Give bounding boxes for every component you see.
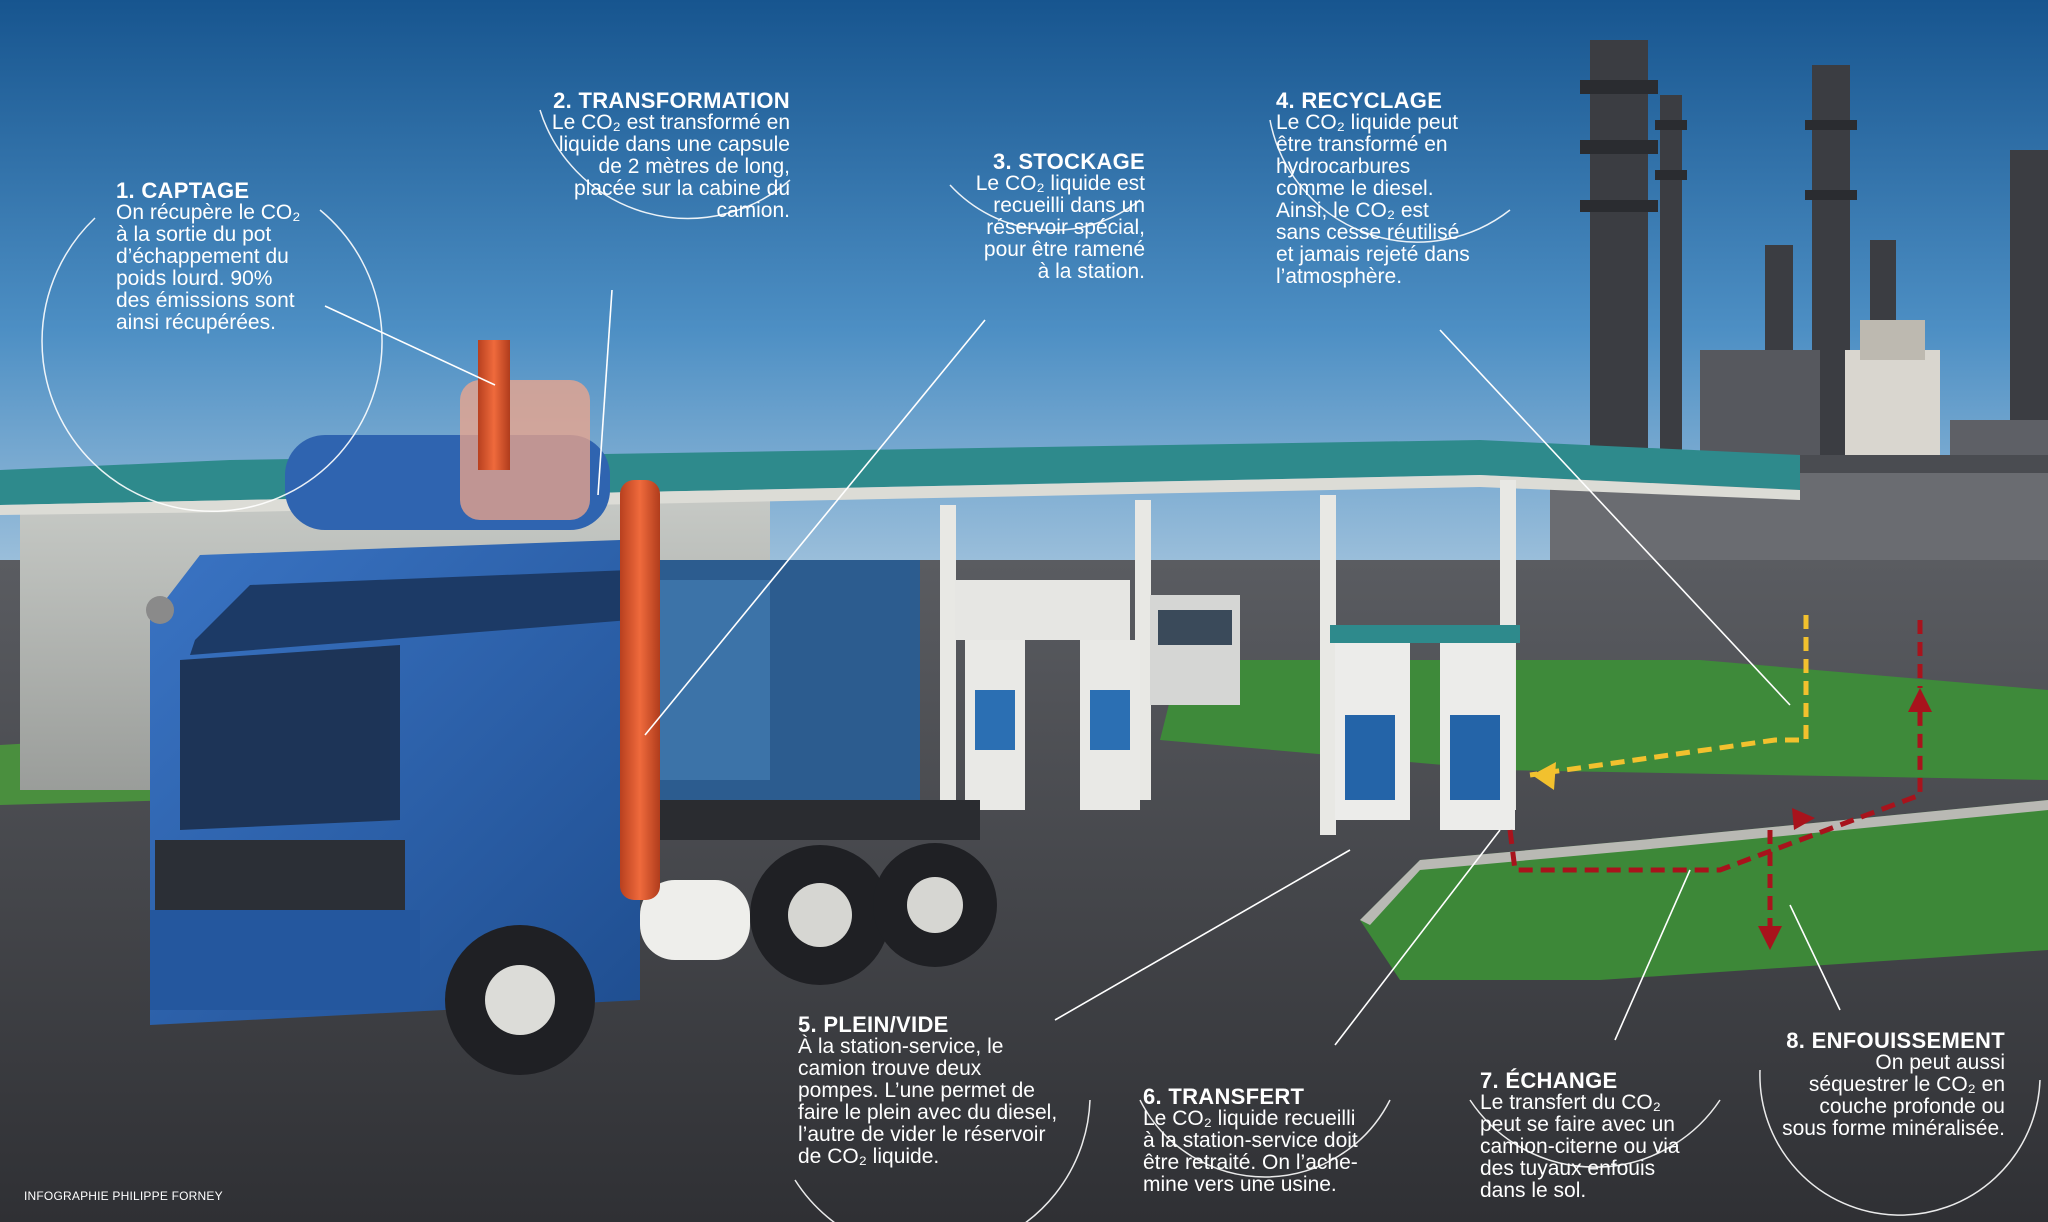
leader-line-8 [1789, 904, 1841, 1011]
callout-captage: 1. CAPTAGE On récupère le CO₂ à la sorti… [116, 180, 366, 334]
callout-body: À la station-service, le camion trouve d… [798, 1035, 1058, 1168]
callout-arc-3 [949, 184, 1141, 231]
callout-body: Le CO₂ liquide recueilli à la station-se… [1143, 1107, 1358, 1196]
yellow-flow-arrow [1529, 615, 1809, 778]
callout-arc-4 [1269, 119, 1511, 243]
callout-title: 6. TRANSFERT [1143, 1084, 1305, 1109]
leader-line-3 [644, 319, 986, 736]
red-flow-arrow [1507, 700, 1923, 873]
leader-line-6 [1334, 829, 1501, 1046]
callout-title: 2. TRANSFORMATION [553, 88, 790, 113]
callout-body: Le transfert du CO₂ peut se faire avec u… [1480, 1091, 1680, 1202]
callout-title: 3. STOCKAGE [992, 149, 1145, 174]
callout-arc-7 [1469, 1099, 1721, 1168]
leader-line-7 [1614, 869, 1691, 1041]
leader-line-5 [1054, 849, 1351, 1021]
callout-arc-1 [41, 209, 383, 512]
callout-body: Le CO₂ est transformé en liquide dans un… [551, 111, 790, 222]
leader-line-2 [597, 289, 613, 496]
callout-body: On peut aussi séquestrer le CO₂ en couch… [1782, 1051, 2005, 1140]
callout-title: 8. ENFOUISSEMENT [1786, 1028, 2005, 1053]
fuel-pump-icon [965, 625, 1520, 830]
callout-stockage: 3. STOCKAGE Le CO₂ liquide est recueilli… [940, 151, 1145, 283]
callout-body: Le CO₂ liquide est recueilli dans un rés… [975, 172, 1145, 283]
callout-transfert: 6. TRANSFERT Le CO₂ liquide recueilli à … [1143, 1086, 1393, 1196]
leader-line-1 [324, 305, 496, 386]
callout-title: 7. ÉCHANGE [1480, 1068, 1618, 1093]
callout-body: Le CO₂ liquide peut être transformé en h… [1276, 111, 1470, 288]
exhaust-stack [620, 480, 660, 900]
callout-body: On récupère le CO₂ à la sortie du pot d’… [116, 201, 301, 334]
grass-island [1360, 800, 2048, 980]
callout-recyclage: 4. RECYCLAGE Le CO₂ liquide peut être tr… [1276, 90, 1506, 288]
callout-title: 1. CAPTAGE [116, 178, 250, 203]
callout-enfouissement: 8. ENFOUISSEMENT On peut aussi séquestre… [1760, 1030, 2005, 1140]
tanker-truck-icon [955, 580, 1240, 705]
credit-line: INFOGRAPHIE PHILIPPE FORNEY [24, 1189, 223, 1203]
truck-icon [146, 340, 997, 1075]
callout-arc-2 [539, 109, 791, 220]
callout-arc-8 [1759, 1069, 2041, 1216]
callout-arc-5 [794, 1099, 1091, 1222]
callout-echange: 7. ÉCHANGE Le transfert du CO₂ peut se f… [1480, 1070, 1720, 1202]
callout-plein-vide: 5. PLEIN/VIDE À la station-service, le c… [798, 1014, 1088, 1168]
callout-title: 5. PLEIN/VIDE [798, 1012, 949, 1037]
callout-title: 4. RECYCLAGE [1276, 88, 1443, 113]
callout-arc-6 [1139, 1099, 1391, 1178]
callout-transformation: 2. TRANSFORMATION Le CO₂ est transformé … [520, 90, 790, 222]
leader-line-4 [1439, 329, 1791, 706]
